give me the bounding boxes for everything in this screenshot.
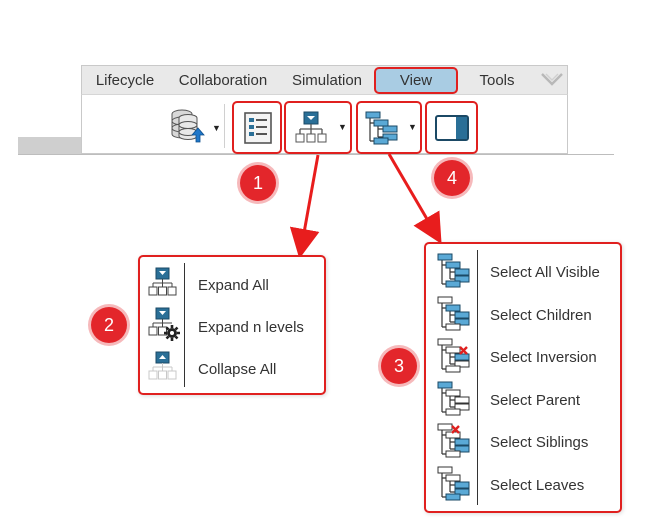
menu-item-label: Select Leaves xyxy=(490,477,585,494)
select-children-icon xyxy=(437,296,470,331)
menu-item-label: Expand n levels xyxy=(198,319,304,336)
menu-item-select-siblings[interactable]: Select Siblings xyxy=(426,422,620,462)
menu-item-select-inversion[interactable]: Select Inversion xyxy=(426,337,620,377)
ribbon-tab-bar: Lifecycle Collaboration Simulation View … xyxy=(81,65,568,95)
expand-n-levels-icon xyxy=(148,307,180,341)
callout-badge-2: 2 xyxy=(91,307,127,343)
side-panel-icon xyxy=(435,115,469,141)
menu-item-label: Select Inversion xyxy=(490,349,597,366)
select-caret-icon[interactable]: ▼ xyxy=(408,122,417,132)
select-tree-icon xyxy=(365,111,398,145)
tab-lifecycle[interactable]: Lifecycle xyxy=(95,72,155,89)
menu-gutter xyxy=(184,263,185,387)
menu-item-label: Select Parent xyxy=(490,392,581,409)
callout-badge-4: 4 xyxy=(434,160,470,196)
select-inversion-icon xyxy=(437,338,470,373)
chevron-heart-icon[interactable] xyxy=(538,68,566,90)
menu-item-select-parent[interactable]: Select Parent xyxy=(426,380,620,420)
menu-item-select-children[interactable]: Select Children xyxy=(426,295,620,335)
menu-gutter xyxy=(477,250,478,505)
select-tree-button[interactable]: ▼ xyxy=(356,101,422,154)
tab-view[interactable]: View xyxy=(374,67,458,94)
database-caret-icon[interactable]: ▼ xyxy=(212,123,221,133)
callout-badge-3: 3 xyxy=(381,348,417,384)
tab-collaboration[interactable]: Collaboration xyxy=(178,72,268,89)
callout-badge-1: 1 xyxy=(240,165,276,201)
ribbon-separator xyxy=(224,104,225,148)
select-siblings-icon xyxy=(437,423,470,458)
tab-tools[interactable]: Tools xyxy=(479,72,515,89)
menu-item-collapse-all[interactable]: Collapse All xyxy=(140,349,324,389)
database-upload-icon xyxy=(171,109,205,143)
collapse-all-icon xyxy=(148,351,177,380)
ribbon-left-strip xyxy=(18,137,81,155)
menu-item-expand-n-levels[interactable]: Expand n levels xyxy=(140,307,324,347)
expand-tree-icon xyxy=(295,111,327,143)
database-button[interactable]: ▼ xyxy=(168,106,221,146)
expand-tree-button[interactable]: ▼ xyxy=(284,101,352,154)
list-panel-button[interactable] xyxy=(232,101,282,154)
select-all-visible-icon xyxy=(437,253,470,288)
expand-all-icon xyxy=(148,267,177,296)
tab-simulation[interactable]: Simulation xyxy=(291,72,363,89)
menu-item-select-all-visible[interactable]: Select All Visible xyxy=(426,252,620,292)
expand-caret-icon[interactable]: ▼ xyxy=(338,122,347,132)
side-panel-button[interactable] xyxy=(425,101,478,154)
select-leaves-icon xyxy=(437,466,470,501)
menu-item-label: Expand All xyxy=(198,277,269,294)
select-parent-icon xyxy=(437,381,470,416)
arrow-to-expand-menu xyxy=(289,154,320,259)
menu-item-expand-all[interactable]: Expand All xyxy=(140,265,324,305)
menu-item-label: Select Children xyxy=(490,307,592,324)
select-menu: Select All Visible Select Children Selec… xyxy=(424,242,622,513)
list-panel-icon xyxy=(244,112,272,144)
arrow-to-select-menu xyxy=(387,153,442,244)
menu-item-select-leaves[interactable]: Select Leaves xyxy=(426,465,620,505)
expand-menu: Expand All Expand n levels Collapse All xyxy=(138,255,326,395)
menu-item-label: Select Siblings xyxy=(490,434,589,451)
menu-item-label: Collapse All xyxy=(198,361,277,378)
ribbon-right-line xyxy=(568,154,614,155)
ribbon-base-line xyxy=(18,154,568,155)
menu-item-label: Select All Visible xyxy=(490,264,600,281)
